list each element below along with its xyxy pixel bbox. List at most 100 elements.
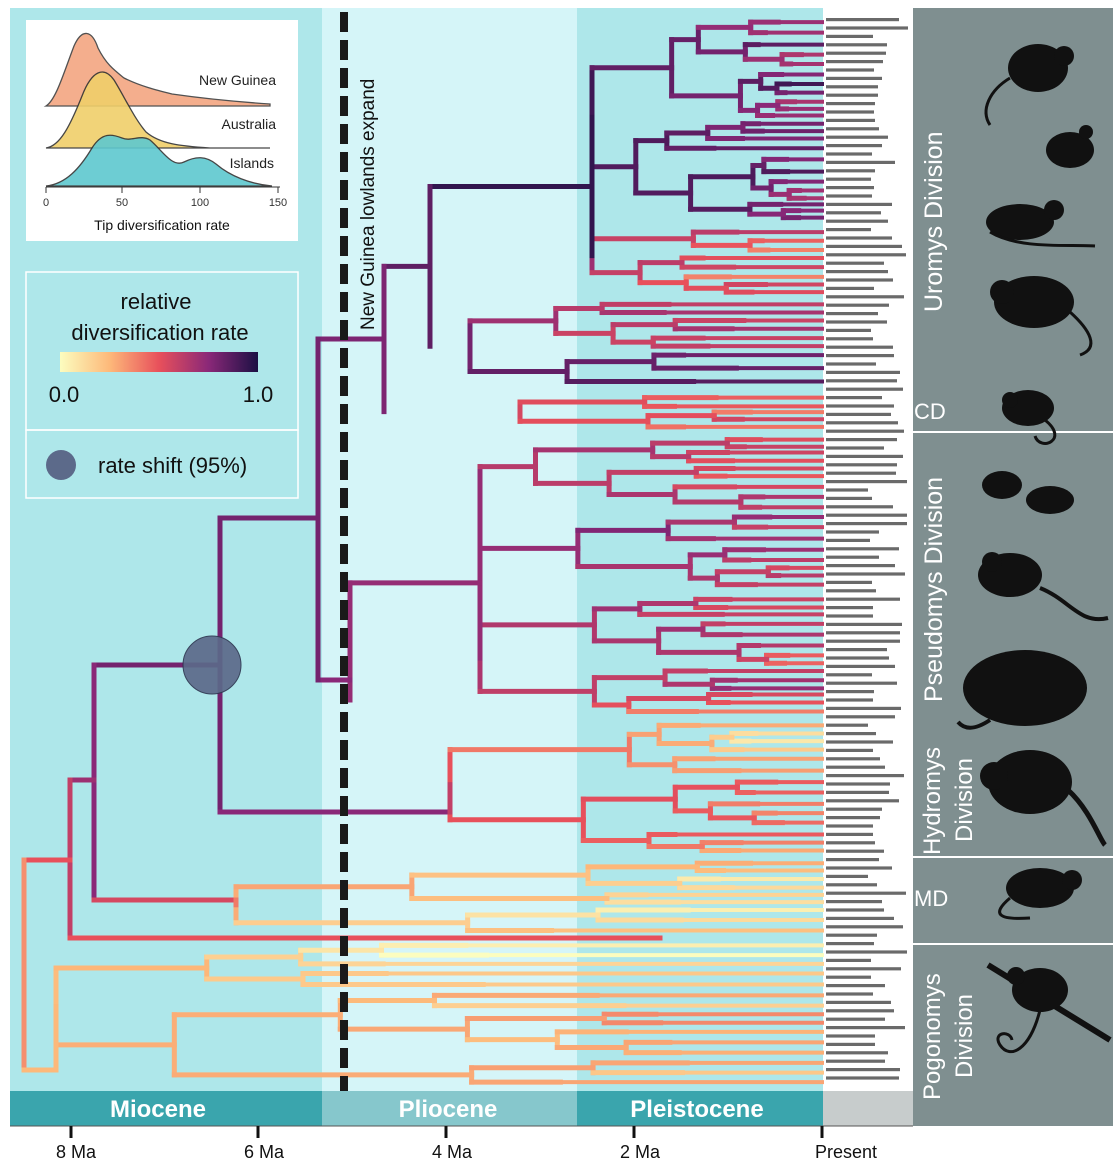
tip-label-mark (826, 228, 871, 231)
tip-label-mark (826, 833, 873, 836)
tip-label-mark (826, 917, 894, 920)
legend-title-line1: relative (121, 289, 192, 314)
tip-label-mark (826, 1026, 905, 1029)
tip-label-mark (826, 455, 903, 458)
legend-title-line2: diversification rate (71, 320, 248, 345)
tip-label-column (823, 14, 913, 1090)
tip-label-mark (826, 547, 899, 550)
tip-label-mark (826, 211, 881, 214)
tip-label-mark (826, 94, 878, 97)
tip-label-mark (826, 1068, 900, 1071)
tip-label-mark (826, 976, 871, 979)
tip-label-mark (826, 1051, 888, 1054)
lowlands-expand-label: New Guinea lowlands expand (358, 79, 379, 330)
division-label-cd: CD (914, 399, 946, 424)
time-tick-present: Present (815, 1142, 877, 1162)
division-label-pogonomys-1: Pogonomys (919, 973, 946, 1100)
tip-label-mark (826, 430, 904, 433)
tip-label-mark (826, 614, 873, 617)
tip-label-mark (826, 68, 874, 71)
tip-label-mark (826, 304, 889, 307)
tip-label-mark (826, 766, 885, 769)
tip-label-mark (826, 1009, 894, 1012)
tip-label-mark (826, 984, 885, 987)
tip-label-mark (826, 194, 872, 197)
tip-label-mark (826, 816, 880, 819)
tip-label-mark (826, 287, 874, 290)
tip-label-mark (826, 379, 897, 382)
epoch-bar-present (823, 1091, 913, 1126)
tip-label-mark (826, 925, 903, 928)
inset-label-islands: Islands (230, 155, 274, 171)
tip-label-mark (826, 740, 893, 743)
tip-label-mark (826, 26, 908, 29)
tip-label-mark (826, 220, 888, 223)
inset-label-australia: Australia (222, 116, 277, 132)
tip-label-mark (826, 799, 899, 802)
tip-label-mark (826, 648, 887, 651)
tip-label-mark (826, 127, 879, 130)
tip-label-mark (826, 43, 887, 46)
tip-label-mark (826, 892, 906, 895)
tip-label-mark (826, 564, 895, 567)
tip-label-mark (826, 959, 871, 962)
tip-label-mark (826, 757, 880, 760)
inset-tick-label: 50 (116, 197, 128, 209)
tip-label-mark (826, 186, 874, 189)
tip-label-mark (826, 362, 876, 365)
inset-label-new-guinea: New Guinea (199, 72, 276, 88)
tip-label-mark (826, 875, 868, 878)
tip-label-mark (826, 463, 897, 466)
epoch-label-miocene: Miocene (110, 1096, 206, 1123)
tip-label-mark (826, 850, 884, 853)
tip-label-mark (826, 161, 895, 164)
tip-label-mark (826, 950, 907, 953)
tip-label-mark (826, 110, 874, 113)
tip-label-mark (826, 169, 875, 172)
tip-label-mark (826, 404, 894, 407)
tip-label-mark (826, 900, 882, 903)
tip-label-mark (826, 438, 897, 441)
tip-label-mark (826, 883, 877, 886)
tip-label-mark (826, 1043, 875, 1046)
tip-label-mark (826, 505, 893, 508)
tip-label-mark (826, 556, 879, 559)
legend-shift-label: rate shift (95%) (98, 453, 247, 478)
tip-label-mark (826, 1076, 899, 1079)
legend-color-bar (60, 352, 258, 372)
tip-label-mark (826, 858, 879, 861)
tip-label-mark (826, 1001, 891, 1004)
inset-tick-label: 150 (269, 197, 287, 209)
tip-label-mark (826, 934, 877, 937)
time-tick-8ma: 8 Ma (56, 1142, 97, 1162)
legend-min-label: 0.0 (49, 382, 80, 407)
tip-label-mark (826, 774, 904, 777)
tip-label-mark (826, 446, 884, 449)
tip-label-mark (826, 388, 903, 391)
tip-label-mark (826, 690, 874, 693)
tip-label-mark (826, 707, 901, 710)
tip-label-mark (826, 18, 899, 21)
inset-xlabel: Tip diversification rate (94, 217, 230, 233)
tip-label-mark (826, 606, 873, 609)
tip-label-mark (826, 992, 873, 995)
tip-label-mark (826, 253, 906, 256)
tip-label-mark (826, 295, 904, 298)
tip-label-mark (826, 539, 870, 542)
tip-label-mark (826, 724, 868, 727)
tip-label-mark (826, 589, 876, 592)
tip-label-mark (826, 236, 892, 239)
tip-label-mark (826, 808, 882, 811)
tip-label-mark (826, 698, 873, 701)
tip-label-mark (826, 715, 895, 718)
time-tick-4ma: 4 Ma (432, 1142, 473, 1162)
tip-label-mark (826, 480, 907, 483)
tip-label-mark (826, 102, 875, 105)
legend-max-label: 1.0 (243, 382, 274, 407)
tip-label-mark (826, 631, 900, 634)
tip-label-mark (826, 1018, 885, 1021)
tip-label-mark (826, 262, 884, 265)
division-label-hydromys-2: Division (951, 758, 978, 842)
epoch-label-pliocene: Pliocene (399, 1096, 498, 1123)
